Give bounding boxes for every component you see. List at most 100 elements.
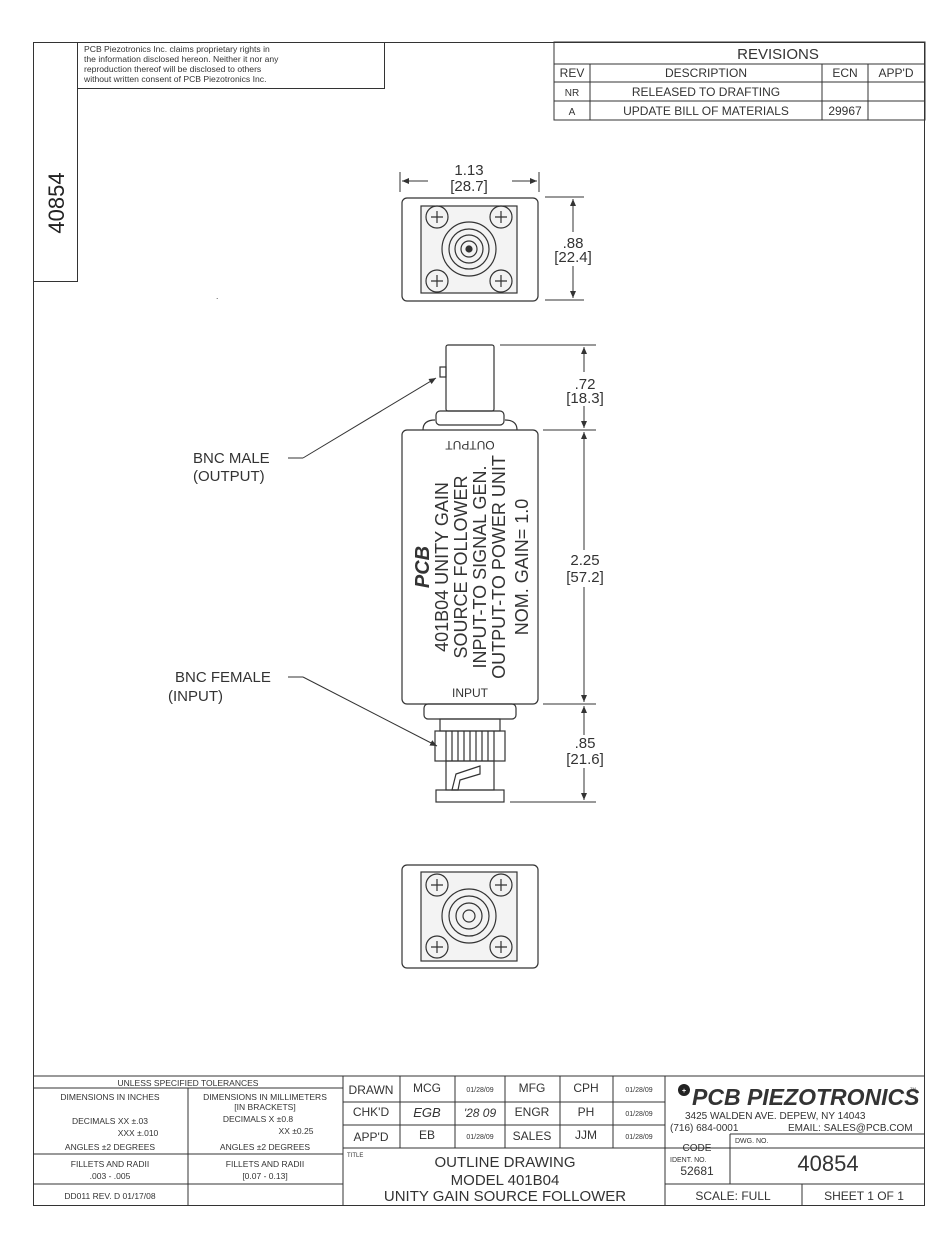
inch-fillets-1: FILLETS AND RADII [71, 1159, 149, 1169]
bnc-female-sub: (INPUT) [168, 688, 223, 705]
company-email: EMAIL: SALES@PCB.COM [788, 1123, 913, 1134]
inches-header: DIMENSIONS IN INCHES [60, 1092, 160, 1102]
input-label: INPUT [452, 686, 489, 700]
code-value: 52681 [680, 1164, 714, 1178]
inch-decimals-1: DECIMALS XX ±.03 [72, 1116, 148, 1126]
name: EGB [413, 1105, 441, 1120]
scale-label: SCALE: FULL [695, 1189, 771, 1203]
role: APP'D [354, 1130, 389, 1144]
mm-decimals-2: XX ±0.25 [279, 1126, 314, 1136]
name: EB [419, 1128, 435, 1142]
role: DRAWN [349, 1083, 394, 1097]
tolerances-title: UNLESS SPECIFIED TOLERANCES [118, 1078, 259, 1088]
width-dimension [399, 172, 540, 192]
rev-header: REV [560, 66, 585, 80]
drawing-sheet [33, 42, 925, 1206]
notice-line: without written consent of PCB Piezotron… [84, 74, 267, 84]
code-label: CODE [683, 1143, 712, 1154]
mm-subheader: [IN BRACKETS] [234, 1102, 295, 1112]
inch-fillets-2: .003 - .005 [90, 1171, 131, 1181]
ident-label: IDENT. NO. [670, 1157, 707, 1164]
marking-line: SOURCE FOLLOWER [451, 475, 471, 658]
pcb-logo-text: PCB [412, 546, 434, 588]
role: MFG [519, 1081, 546, 1095]
name: JJM [575, 1128, 597, 1142]
top-view [401, 197, 539, 302]
description-header: DESCRIPTION [665, 66, 747, 80]
appd-header: APP'D [879, 66, 914, 80]
marking-line: OUTPUT-TO POWER UNIT [489, 455, 509, 679]
revisions-title: REVISIONS [737, 46, 819, 63]
notice-line: reproduction thereof will be disclosed t… [84, 64, 262, 74]
company-name: PCB PIEZOTRONICS [692, 1084, 920, 1110]
desc-cell: RELEASED TO DRAFTING [632, 85, 780, 99]
title-label: TITLE [347, 1153, 363, 1159]
mm-fillets-1: FILLETS AND RADII [226, 1159, 304, 1169]
side-view [401, 344, 539, 803]
callout-leaders [288, 377, 438, 747]
name: MCG [413, 1081, 441, 1095]
date: '28 09 [464, 1106, 497, 1120]
date: 01/28/09 [466, 1134, 493, 1141]
height-inches: .88 [563, 235, 584, 252]
mm-angles: ANGLES ±2 DEGREES [220, 1142, 310, 1152]
dwg-number: 40854 [797, 1151, 858, 1176]
role: SALES [513, 1129, 552, 1143]
role: ENGR [515, 1105, 550, 1119]
body-length-inches: 2.25 [570, 552, 599, 569]
marking-line: 401B04 UNITY GAIN [432, 482, 452, 652]
date: 01/28/09 [466, 1087, 493, 1094]
notice-line: PCB Piezotronics Inc. claims proprietary… [84, 44, 270, 54]
rev-cell: NR [565, 88, 579, 99]
mm-fillets-2: [0.07 - 0.13] [242, 1171, 287, 1181]
svg-text:+: + [682, 1088, 686, 1095]
title-line-2: MODEL 401B04 [451, 1172, 560, 1189]
title-line-1: OUTLINE DRAWING [434, 1154, 575, 1171]
width-mm: [28.7] [450, 178, 488, 195]
name: PH [578, 1105, 595, 1119]
date: 01/28/09 [625, 1087, 652, 1094]
form-number: DD011 REV. D 01/17/08 [64, 1191, 155, 1201]
signoff-row: APP'D EB 01/28/09 SALES JJM 01/28/09 [354, 1128, 653, 1144]
company-phone: (716) 684-0001 [670, 1123, 739, 1134]
sheet-label: SHEET 1 OF 1 [824, 1189, 904, 1203]
output-length-inches: .72 [575, 376, 596, 393]
svg-text:.: . [216, 291, 218, 301]
input-length-mm: [21.6] [566, 751, 604, 768]
bottom-view [401, 864, 539, 969]
company-address: 3425 WALDEN AVE. DEPEW, NY 14043 [685, 1111, 866, 1122]
side-dimensions [500, 344, 596, 803]
title-line-3: UNITY GAIN SOURCE FOLLOWER [384, 1188, 626, 1205]
signoff-row: CHK'D EGB '28 09 ENGR PH 01/28/09 [353, 1105, 653, 1120]
height-mm: [22.4] [554, 249, 592, 266]
rev-cell: A [569, 107, 576, 118]
body-length-mm: [57.2] [566, 569, 604, 586]
inch-angles: ANGLES ±2 DEGREES [65, 1142, 155, 1152]
ecn-cell: 29967 [828, 104, 862, 118]
company-logo: + PCB PIEZOTRONICS TM [678, 1084, 920, 1110]
desc-cell: UPDATE BILL OF MATERIALS [623, 104, 789, 118]
mm-decimals-1: DECIMALS X ±0.8 [223, 1114, 294, 1124]
date: 01/28/09 [625, 1111, 652, 1118]
marking-line: INPUT-TO SIGNAL GEN. [470, 465, 490, 668]
ecn-header: ECN [832, 66, 857, 80]
bnc-male-label: BNC MALE [193, 450, 270, 467]
notice-line: the information disclosed hereon. Neithe… [84, 54, 279, 64]
date: 01/28/09 [625, 1134, 652, 1141]
width-inches: 1.13 [454, 162, 483, 179]
name: CPH [573, 1081, 598, 1095]
body-logo: PCB [412, 546, 434, 588]
body-marking: 401B04 UNITY GAIN SOURCE FOLLOWER INPUT-… [432, 455, 532, 679]
bnc-male-sub: (OUTPUT) [193, 468, 265, 485]
signoff-row: DRAWN MCG 01/28/09 MFG CPH 01/28/09 [349, 1081, 653, 1097]
output-length-mm: [18.3] [566, 390, 604, 407]
title-block-grid [33, 1075, 925, 1206]
mm-header: DIMENSIONS IN MILLIMETERS [203, 1092, 327, 1102]
dwg-label: DWG. NO. [735, 1138, 768, 1145]
bnc-female-label: BNC FEMALE [175, 669, 271, 686]
height-dimension [545, 196, 584, 301]
side-number-box: 40854 [33, 42, 78, 282]
output-label: OUTPUT [445, 438, 495, 452]
input-length-inches: .85 [575, 735, 596, 752]
